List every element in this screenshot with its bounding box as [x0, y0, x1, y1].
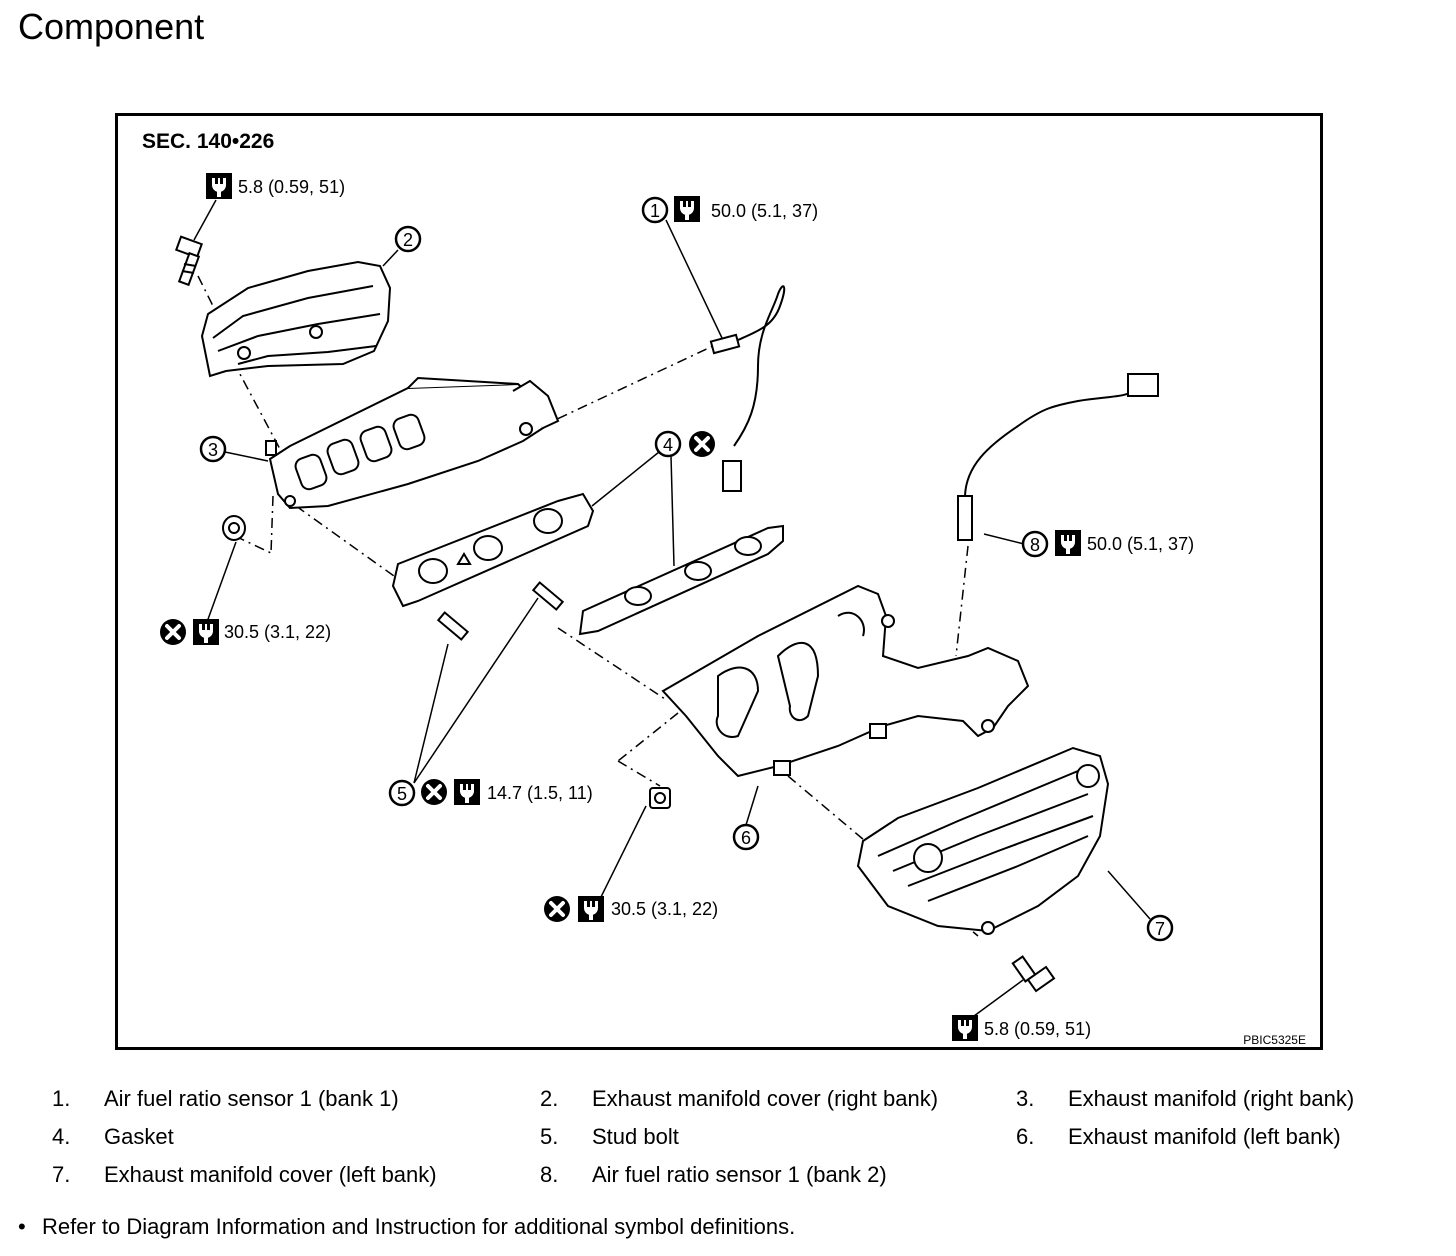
nut-right: [222, 515, 246, 541]
torque-spec-sensor-2: 8 50.0 (5.1, 37): [1021, 530, 1194, 558]
callout-7: 7: [1146, 914, 1174, 942]
gasket-left: [578, 524, 784, 636]
bolt-cover-left: [1011, 955, 1056, 993]
do-not-reuse-icon: [542, 894, 572, 924]
figure-code: PBIC5325E: [1243, 1033, 1306, 1047]
svg-text:8: 8: [1030, 535, 1040, 555]
manifold-right: [265, 376, 560, 510]
callout-5: [388, 779, 416, 807]
manifold-cover-left: [856, 746, 1110, 935]
svg-text:5.8 (0.59, 51): 5.8 (0.59, 51): [984, 1019, 1091, 1039]
callout-4: 4: [654, 429, 717, 459]
callout-2: 2: [394, 225, 422, 253]
page-title: Component: [18, 6, 205, 47]
torque-wrench-icon: [952, 1015, 978, 1041]
svg-text:14.7 (1.5, 11): 14.7 (1.5, 11): [487, 783, 593, 803]
svg-text:4: 4: [663, 435, 673, 455]
symbol-note: • Refer to Diagram Information and Instru…: [18, 1214, 795, 1240]
svg-text:6: 6: [741, 828, 751, 848]
svg-text:30.5 (3.1, 22): 30.5 (3.1, 22): [224, 622, 331, 642]
svg-text:3: 3: [208, 440, 218, 460]
exploded-view: SEC. 140•226 5.8 (0.59, 51) 1 50.0 (5.1,…: [142, 130, 1306, 1047]
do-not-reuse-icon: [687, 429, 717, 459]
svg-text:50.0 (5.1, 37): 50.0 (5.1, 37): [1087, 534, 1194, 554]
torque-spec-cover-left: 5.8 (0.59, 51): [952, 1015, 1091, 1041]
torque-spec-sensor-1: 1 50.0 (5.1, 37): [641, 196, 818, 224]
bolt-cover-right: [174, 235, 204, 287]
callout-6: 6: [732, 823, 760, 851]
svg-text:50.0 (5.1, 37): 50.0 (5.1, 37): [711, 201, 818, 221]
bullet: •: [18, 1214, 26, 1239]
nut-left: [649, 787, 671, 809]
callout-3: 3: [199, 435, 227, 463]
note-text: Refer to Diagram Information and Instruc…: [42, 1214, 796, 1239]
sensor-bank1: [709, 285, 786, 492]
torque-spec-nut-left: 30.5 (3.1, 22): [542, 894, 718, 924]
stud-bolts: [436, 581, 565, 641]
manifold-left: [661, 584, 1030, 778]
component-diagram: SEC. 140•226 5.8 (0.59, 51) 1 50.0 (5.1,…: [115, 113, 1323, 1050]
torque-wrench-icon: [193, 619, 219, 645]
svg-text:2: 2: [403, 230, 413, 250]
torque-wrench-icon: [674, 196, 700, 222]
svg-text:5.8 (0.59, 51): 5.8 (0.59, 51): [238, 177, 345, 197]
callout-1: [641, 196, 669, 224]
sensor-bank2: [957, 373, 1159, 541]
torque-spec-nut-right: 30.5 (3.1, 22): [158, 617, 331, 647]
torque-wrench-icon: [454, 779, 480, 805]
manifold-cover-right: [200, 260, 392, 378]
gasket-right: [391, 492, 595, 608]
svg-text:7: 7: [1155, 919, 1165, 939]
do-not-reuse-icon: [419, 777, 449, 807]
leader-lines: [193, 199, 1151, 1017]
torque-wrench-icon: [1055, 530, 1081, 556]
torque-spec-stud: 5 14.7 (1.5, 11): [388, 777, 593, 807]
svg-text:1: 1: [650, 201, 660, 221]
do-not-reuse-icon: [158, 617, 188, 647]
svg-text:30.5 (3.1, 22): 30.5 (3.1, 22): [611, 899, 718, 919]
section-label: SEC. 140•226: [142, 130, 274, 153]
svg-text:5: 5: [397, 784, 407, 804]
torque-spec-cover-right: 5.8 (0.59, 51): [206, 173, 345, 199]
torque-wrench-icon: [206, 173, 232, 199]
